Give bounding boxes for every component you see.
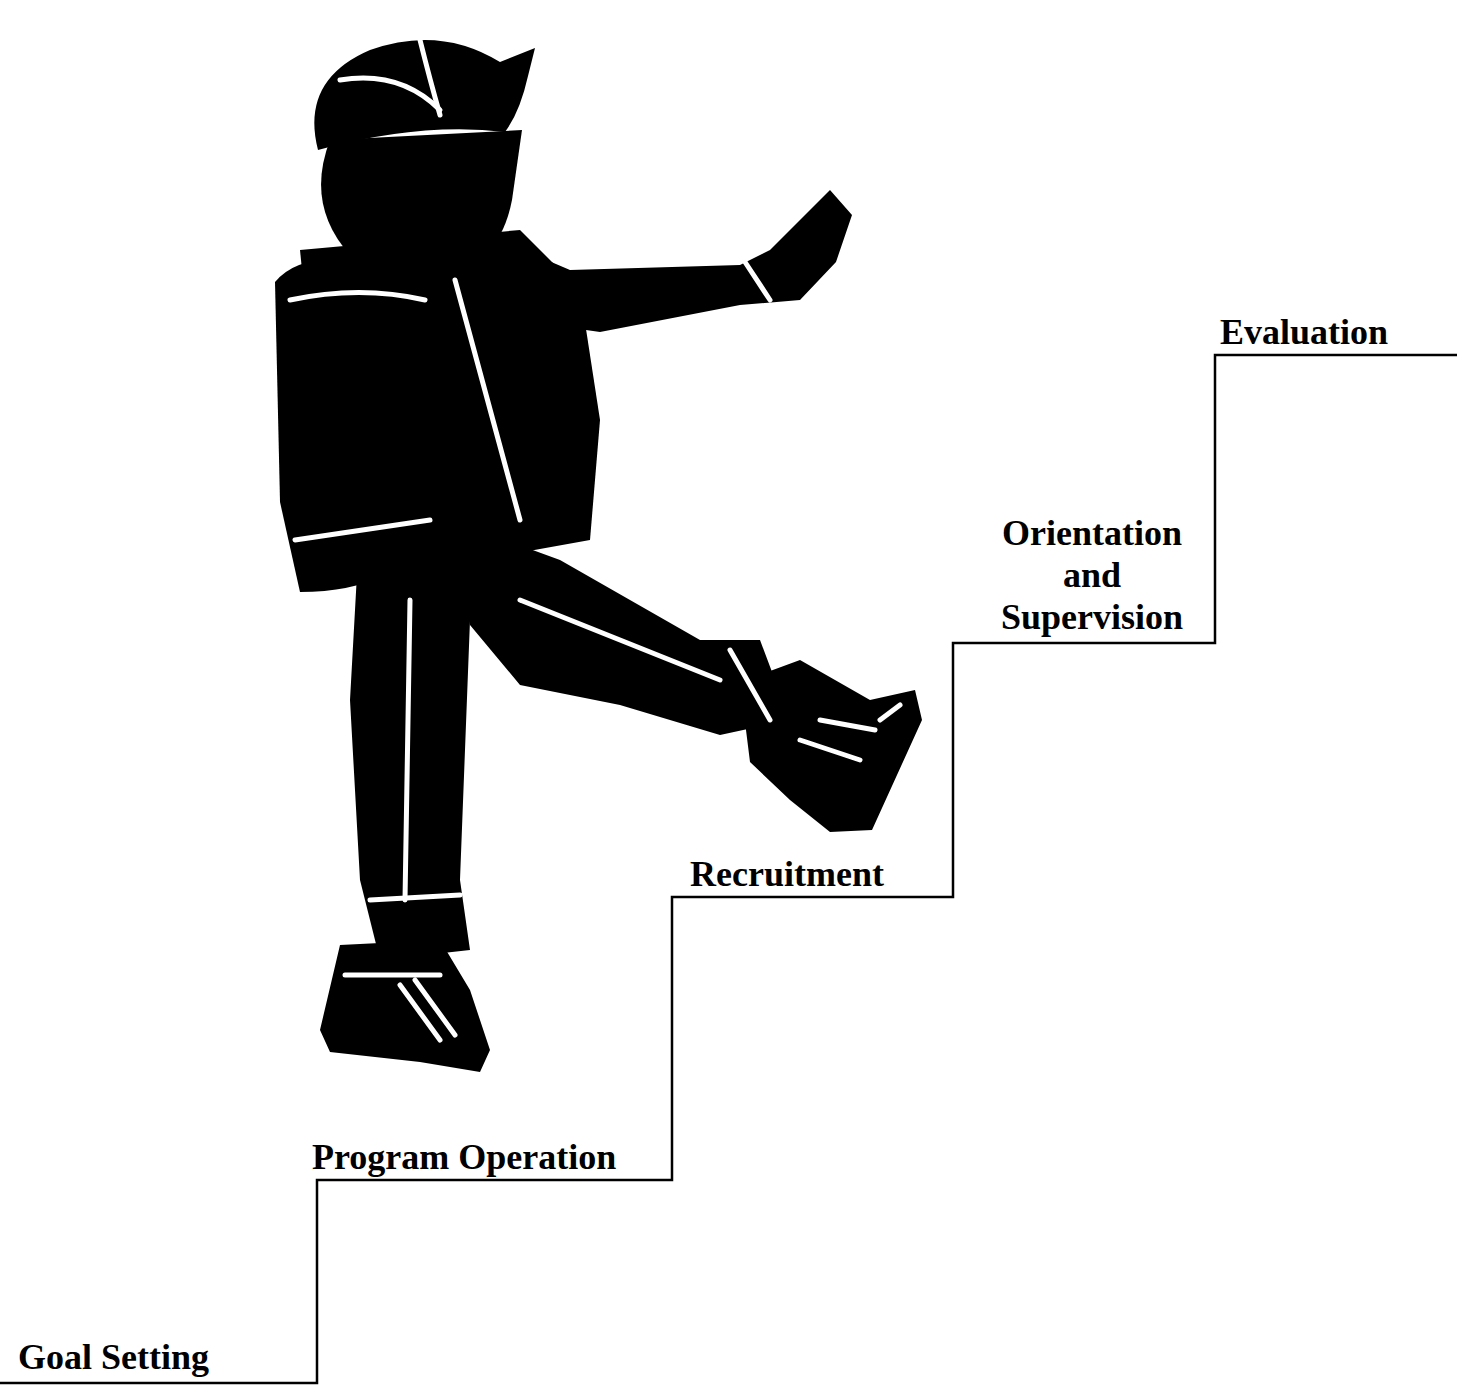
shoe-laces bbox=[400, 980, 455, 1040]
shoe-welt bbox=[345, 973, 440, 978]
step-label: Program Operation bbox=[312, 1136, 672, 1178]
shoe-sole bbox=[880, 705, 900, 720]
cuff-line bbox=[745, 262, 770, 300]
shoe-laces bbox=[800, 720, 875, 760]
front-shoe bbox=[740, 660, 922, 832]
jacket-zip bbox=[455, 280, 520, 520]
arm bbox=[500, 190, 852, 332]
backpack-strap bbox=[295, 520, 430, 540]
cap-seam bbox=[340, 78, 440, 110]
cap-seam bbox=[420, 40, 440, 115]
backpack-flap bbox=[290, 293, 425, 301]
back-leg bbox=[350, 520, 480, 960]
step-label: Orientation and Supervision bbox=[972, 512, 1212, 638]
child-silhouette bbox=[275, 40, 922, 1072]
head bbox=[321, 130, 522, 279]
pant-cuff bbox=[730, 650, 770, 720]
step-label: Goal Setting bbox=[18, 1336, 318, 1378]
cap bbox=[314, 40, 535, 150]
pant-stripe bbox=[520, 600, 720, 680]
back-shoe bbox=[320, 940, 490, 1072]
step-label: Recruitment bbox=[690, 853, 952, 895]
pant-cuff bbox=[370, 895, 460, 900]
backpack bbox=[275, 260, 442, 593]
step-label: Evaluation bbox=[1220, 311, 1457, 353]
staircase-line bbox=[0, 355, 1457, 1383]
pant-stripe bbox=[405, 600, 410, 900]
